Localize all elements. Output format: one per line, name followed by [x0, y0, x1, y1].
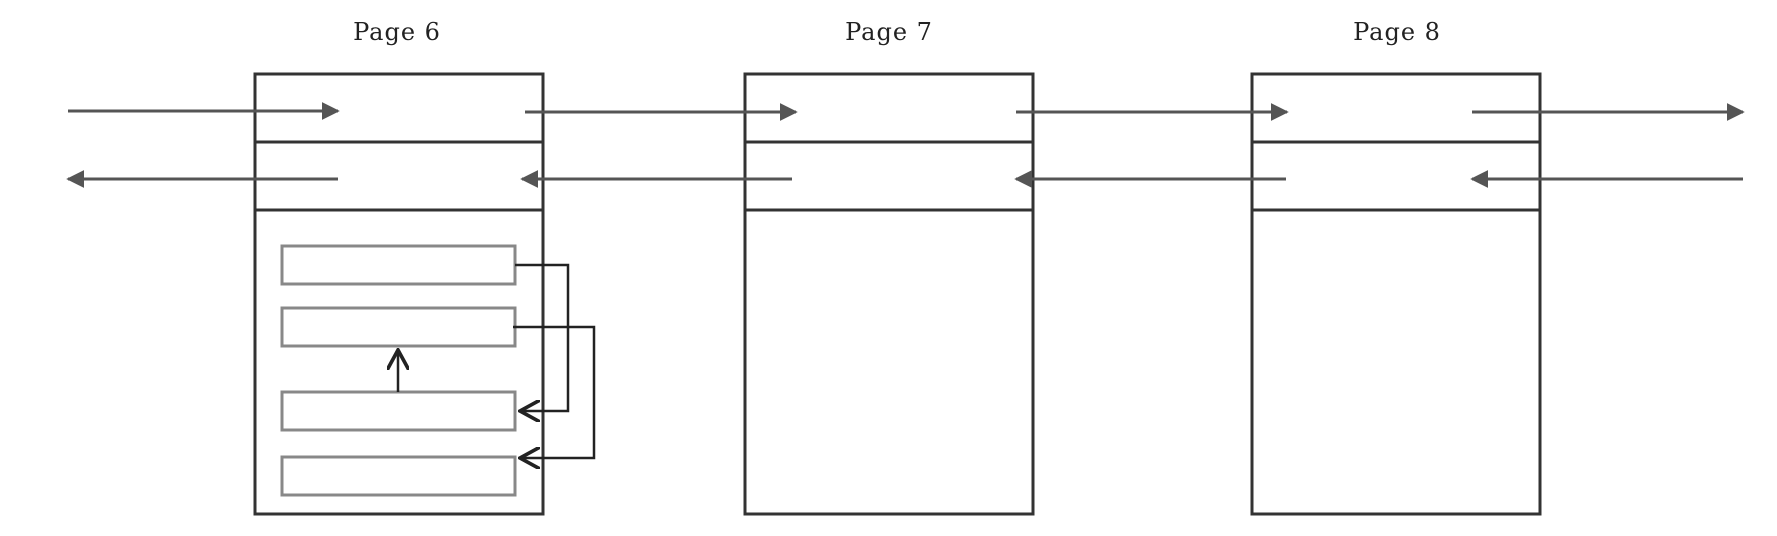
page-8: [1250, 72, 1542, 516]
record-slot: [280, 244, 517, 286]
page-7-label: Page 7: [845, 18, 933, 46]
record-slot: [280, 306, 517, 348]
page-7-frame: [743, 72, 1035, 516]
record-pointers: [398, 263, 596, 458]
record-slot: [280, 390, 517, 432]
record-slot: [280, 455, 517, 497]
record-pointer-arrow: [513, 325, 596, 458]
forward-links: [68, 102, 1745, 121]
page-8-label: Page 8: [1353, 18, 1441, 46]
page-6-label: Page 6: [353, 18, 441, 46]
record-pointer-arrow: [515, 263, 570, 411]
page-7: [743, 72, 1035, 516]
page-6-frame: [253, 72, 545, 516]
page-6: [253, 72, 545, 516]
page-8-frame: [1250, 72, 1542, 516]
